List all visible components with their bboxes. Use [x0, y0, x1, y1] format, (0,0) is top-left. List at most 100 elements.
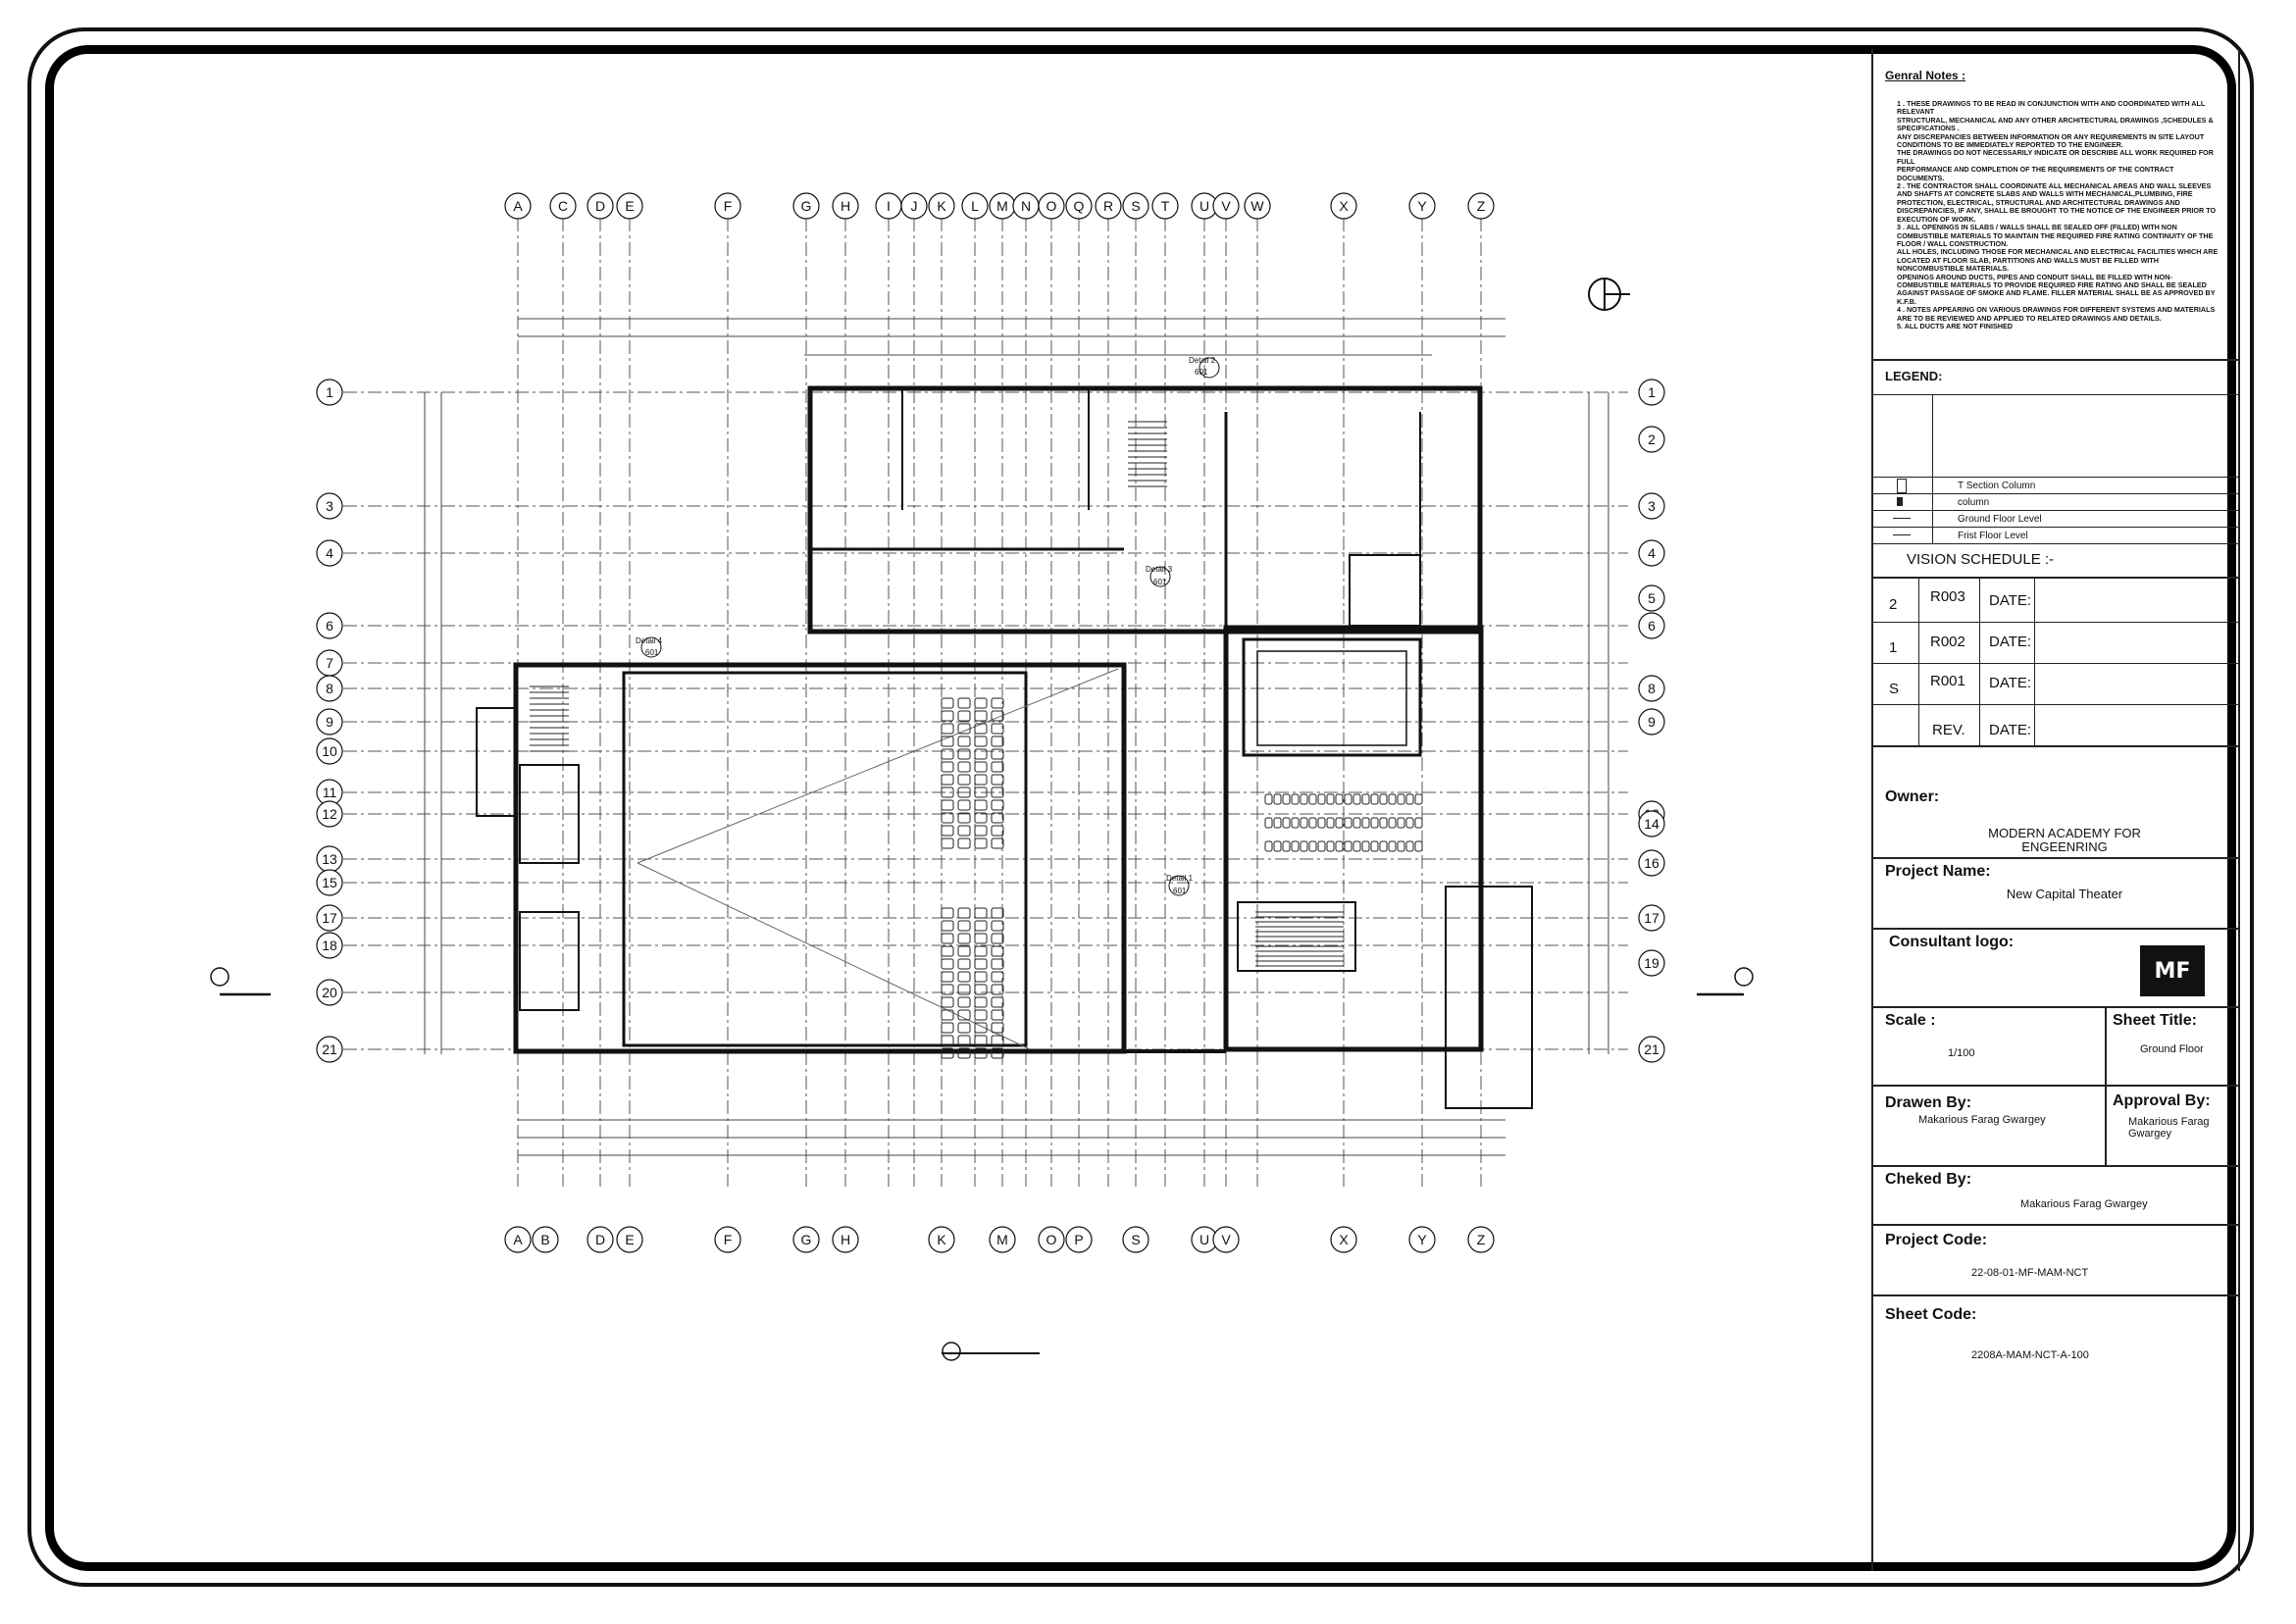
grid-column-bubble-top: D [587, 192, 614, 220]
svg-text:D: D [595, 1232, 605, 1247]
checked-by-panel: Cheked By: Makarious Farag Gwargey [1873, 1167, 2238, 1226]
grid-column-bubble-top: L [961, 192, 989, 220]
svg-text:8: 8 [326, 681, 333, 696]
grid-column-bubble-bottom: X [1330, 1226, 1357, 1253]
svg-text:H: H [841, 198, 850, 214]
grid-column-bubble-top: T [1151, 192, 1179, 220]
detail-2-ref: 601 [1195, 368, 1208, 377]
svg-text:F: F [724, 198, 733, 214]
svg-text:Z: Z [1477, 198, 1486, 214]
grid-row-bubble-left: 10 [316, 737, 343, 765]
grid-column-bubble-bottom: K [928, 1226, 955, 1253]
grid-column-bubble-bottom: A [504, 1226, 532, 1253]
legend-item-first-floor-level: Frist Floor Level [1958, 531, 2028, 541]
project-name: New Capital Theater [2006, 887, 2123, 901]
svg-text:6: 6 [1648, 618, 1656, 634]
svg-text:9: 9 [1648, 714, 1656, 730]
grid-column-bubble-bottom: B [532, 1226, 559, 1253]
grid-column-bubble-top: M [989, 192, 1016, 220]
legend-item-ground-floor-level: Ground Floor Level [1958, 514, 2042, 525]
grid-row-bubble-left: 20 [316, 979, 343, 1006]
grid-row-bubble-right: 21 [1638, 1036, 1665, 1063]
scale-sheet-title-row: Scale : 1/100 Sheet Title: Ground Floor [1873, 1008, 2238, 1087]
revision-schedule: 2 R003 DATE: 1 R002 DATE: S R001 DATE: R… [1873, 579, 2238, 747]
detail-3-label: Detail 3 [1146, 565, 1173, 574]
grid-row-bubble-right: 9 [1638, 708, 1665, 736]
svg-text:5: 5 [1648, 590, 1656, 606]
project-name-label: Project Name: [1885, 863, 1991, 880]
svg-text:O: O [1046, 198, 1057, 214]
svg-text:S: S [1131, 198, 1140, 214]
legend-panel: LEGEND: T Section Column column Ground F… [1873, 361, 2238, 579]
sheet-inner-border [45, 45, 2236, 1571]
theater-seating [941, 697, 1423, 1059]
grid-row-bubble-right: 8 [1638, 675, 1665, 702]
svg-text:20: 20 [322, 985, 337, 1000]
svg-text:V: V [1221, 198, 1231, 214]
grid-column-bubble-top: C [549, 192, 577, 220]
detail-1-label: Detail 1 [1166, 874, 1194, 883]
grid-column-bubble-top: H [832, 192, 859, 220]
rev-code: R001 [1930, 673, 1965, 689]
title-block: Genral Notes : 1 . THESE DRAWINGS TO BE … [1871, 49, 2240, 1571]
grid-column-bubble-top: F [714, 192, 741, 220]
svg-text:K: K [937, 1232, 946, 1247]
svg-text:B: B [540, 1232, 549, 1247]
grid-row-bubble-left: 17 [316, 904, 343, 932]
grid-column-bubble-top: G [792, 192, 820, 220]
svg-text:T: T [1161, 198, 1170, 214]
grid-column-bubble-bottom: Z [1467, 1226, 1495, 1253]
approval-line-1: Makarious Farag [2128, 1116, 2210, 1128]
svg-text:10: 10 [322, 743, 337, 759]
scale-value: 1/100 [1948, 1047, 1975, 1059]
vision-schedule-heading: VISION SCHEDULE :- [1907, 551, 2055, 568]
grid-column-bubble-bottom: M [989, 1226, 1016, 1253]
svg-text:C: C [558, 198, 568, 214]
project-code: 22-08-01-MF-MAM-NCT [1971, 1267, 2089, 1279]
svg-text:15: 15 [322, 875, 337, 890]
svg-text:F: F [724, 1232, 733, 1247]
grid-column-bubble-top: K [928, 192, 955, 220]
rev-number: 2 [1889, 596, 1898, 613]
owner-line-2: ENGEENRING [2021, 839, 2108, 854]
rev-date: DATE: [1989, 592, 2032, 609]
svg-text:V: V [1221, 1232, 1231, 1247]
consultant-logo: MF [2140, 945, 2205, 996]
svg-text:U: U [1199, 1232, 1209, 1247]
svg-text:19: 19 [1644, 955, 1659, 971]
grid-row-bubble-left: 21 [316, 1036, 343, 1063]
grid-row-bubble-right: 2 [1638, 426, 1665, 453]
grid-row-bubble-left: 4 [316, 539, 343, 567]
grid-column-bubble-top: V [1212, 192, 1240, 220]
grid-row-bubble-left: 18 [316, 932, 343, 959]
grid-column-bubble-top: E [616, 192, 643, 220]
grid-row-bubble-right: 4 [1638, 539, 1665, 567]
svg-text:4: 4 [1648, 545, 1656, 561]
owner-panel: Owner: MODERN ACADEMY FOR ENGEENRING [1873, 747, 2238, 859]
grid-column-bubble-top: J [900, 192, 928, 220]
grid-row-bubble-right: 19 [1638, 949, 1665, 977]
svg-text:3: 3 [326, 498, 333, 514]
svg-text:11: 11 [323, 785, 337, 800]
owner-line-1: MODERN ACADEMY FOR [1988, 826, 2141, 840]
svg-text:O: O [1046, 1232, 1057, 1247]
checked-by: Makarious Farag Gwargey [2020, 1198, 2148, 1210]
project-code-panel: Project Code: 22-08-01-MF-MAM-NCT [1873, 1226, 2238, 1296]
svg-text:Q: Q [1074, 198, 1085, 214]
svg-text:Z: Z [1477, 1232, 1486, 1247]
grid-row-bubble-left: 3 [316, 492, 343, 520]
svg-text:17: 17 [1644, 910, 1659, 926]
svg-text:Y: Y [1417, 1232, 1427, 1247]
svg-text:U: U [1199, 198, 1209, 214]
grid-column-bubble-top: Z [1467, 192, 1495, 220]
grid-column-bubble-bottom: S [1122, 1226, 1149, 1253]
grid-row-bubble-left: 7 [316, 649, 343, 677]
sheet-code-label: Sheet Code: [1885, 1306, 1977, 1323]
level-marker-icon [1893, 534, 1911, 535]
grid-column-bubble-top: S [1122, 192, 1149, 220]
svg-text:K: K [937, 198, 946, 214]
legend-heading: LEGEND: [1885, 369, 1943, 383]
svg-text:7: 7 [326, 655, 333, 671]
grid-row-bubble-right: 3 [1638, 492, 1665, 520]
grid-column-bubble-top: X [1330, 192, 1357, 220]
